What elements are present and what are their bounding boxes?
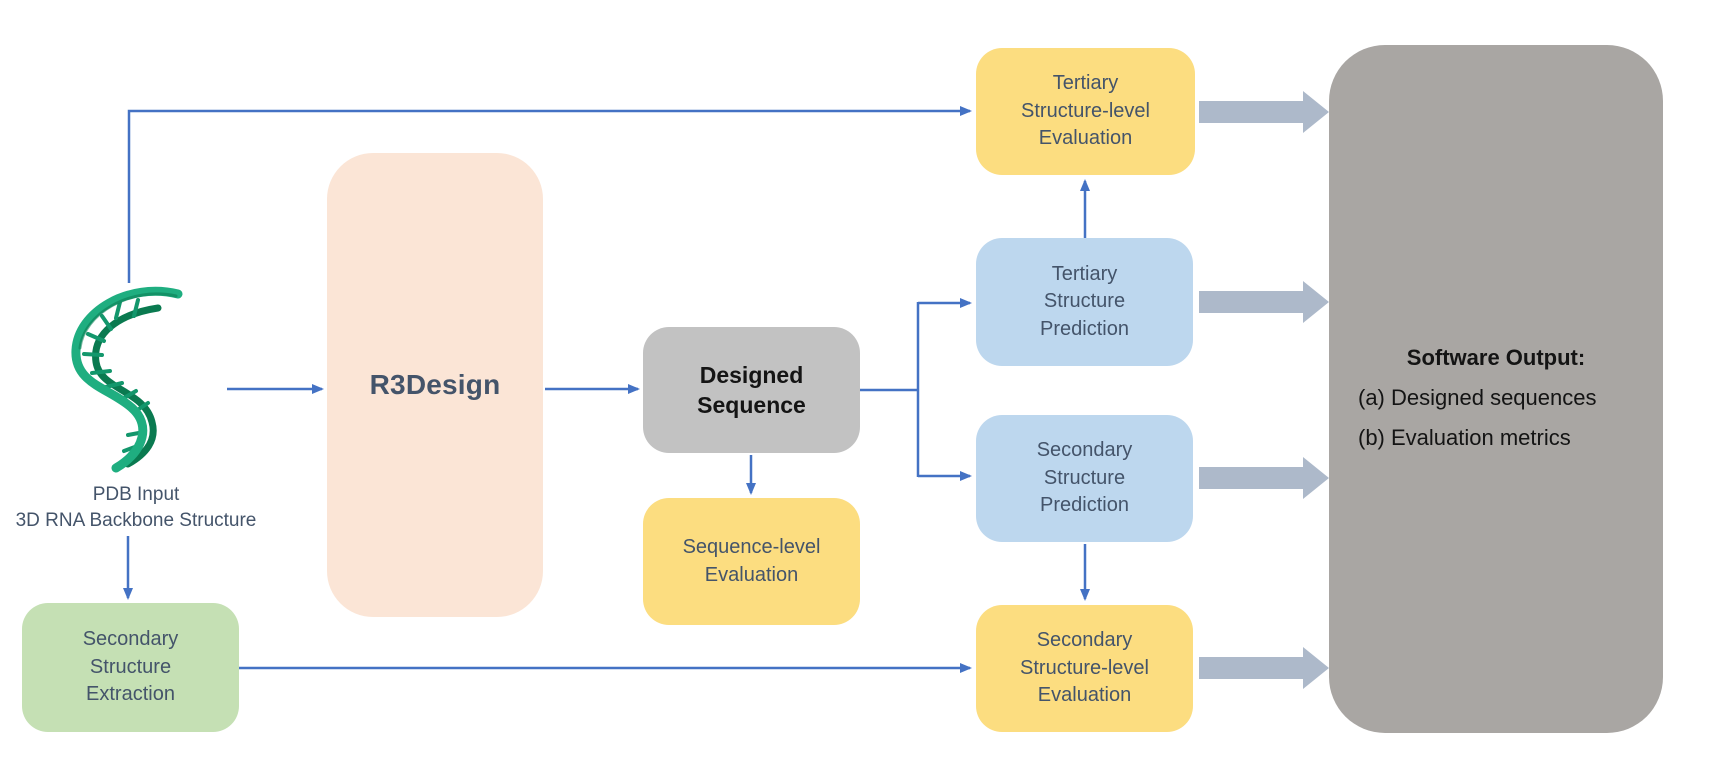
- node-label-line: Extraction: [86, 683, 175, 706]
- thick-arrow-tertiary-prediction-to-output: [1199, 281, 1329, 323]
- arrow-pdb-to-tertiary-evaluation: [127, 106, 972, 283]
- software-output-text: Software Output: (a) Designed sequences …: [1329, 338, 1663, 458]
- node-tertiary-structure-level-evaluation: Tertiary Structure-level Evaluation: [976, 48, 1195, 175]
- node-label-line: Prediction: [1040, 317, 1129, 340]
- node-label-line: Structure-level: [1021, 99, 1150, 122]
- node-label-line: Prediction: [1040, 494, 1129, 517]
- node-label-line: Structure: [1043, 466, 1126, 489]
- pdb-input-label-line: 3D RNA Backbone Structure: [15, 510, 257, 531]
- node-label-line: Structure-level: [1020, 656, 1149, 679]
- branch-trunk-designed-sequence: [860, 302, 920, 477]
- node-label-line: Evaluation: [1037, 684, 1132, 707]
- node-label-line: Designed: [699, 362, 804, 388]
- thick-arrow-secondary-prediction-to-output: [1199, 457, 1329, 499]
- r3design-title: R3Design: [369, 369, 501, 401]
- node-software-output: Software Output: (a) Designed sequences …: [1329, 45, 1663, 733]
- software-output-item: (b) Evaluation metrics: [1358, 425, 1571, 450]
- node-label-line: Secondary: [1036, 439, 1133, 462]
- node-r3design: R3Design: [327, 153, 543, 617]
- node-label-line: Tertiary: [1052, 72, 1119, 95]
- node-label-line: Tertiary: [1051, 262, 1118, 285]
- node-tertiary-structure-prediction: Tertiary Structure Prediction: [976, 238, 1193, 366]
- node-label-line: Structure: [1043, 290, 1126, 313]
- node-secondary-structure-extraction: Secondary Structure Extraction: [22, 603, 239, 732]
- software-output-item: (a) Designed sequences: [1358, 385, 1597, 410]
- node-secondary-structure-level-evaluation: Secondary Structure-level Evaluation: [976, 605, 1193, 732]
- node-secondary-structure-prediction: Secondary Structure Prediction: [976, 415, 1193, 542]
- node-label-line: Secondary: [82, 628, 179, 651]
- software-output-heading: Software Output:: [1406, 345, 1586, 370]
- software-output-items: (a) Designed sequences (b) Evaluation me…: [1329, 378, 1663, 458]
- thick-arrow-tertiary-evaluation-to-output: [1199, 91, 1329, 133]
- node-label-line: Secondary: [1036, 629, 1133, 652]
- thick-arrow-secondary-evaluation-to-output: [1199, 647, 1329, 689]
- node-label-line: Sequence-level: [682, 536, 821, 558]
- node-label-line: Evaluation: [1038, 127, 1133, 150]
- rna-3d-structure-illustration: [71, 286, 183, 473]
- node-label-line: Sequence: [697, 392, 806, 418]
- node-label-line: Structure: [89, 655, 172, 678]
- pdb-input-label-line: PDB Input: [92, 484, 180, 505]
- node-label-line: Evaluation: [704, 563, 799, 586]
- node-sequence-level-evaluation: Sequence-level Evaluation: [643, 498, 860, 625]
- pdb-input-label: PDB Input 3D RNA Backbone Structure: [0, 482, 272, 534]
- node-designed-sequence: Designed Sequence: [643, 327, 860, 453]
